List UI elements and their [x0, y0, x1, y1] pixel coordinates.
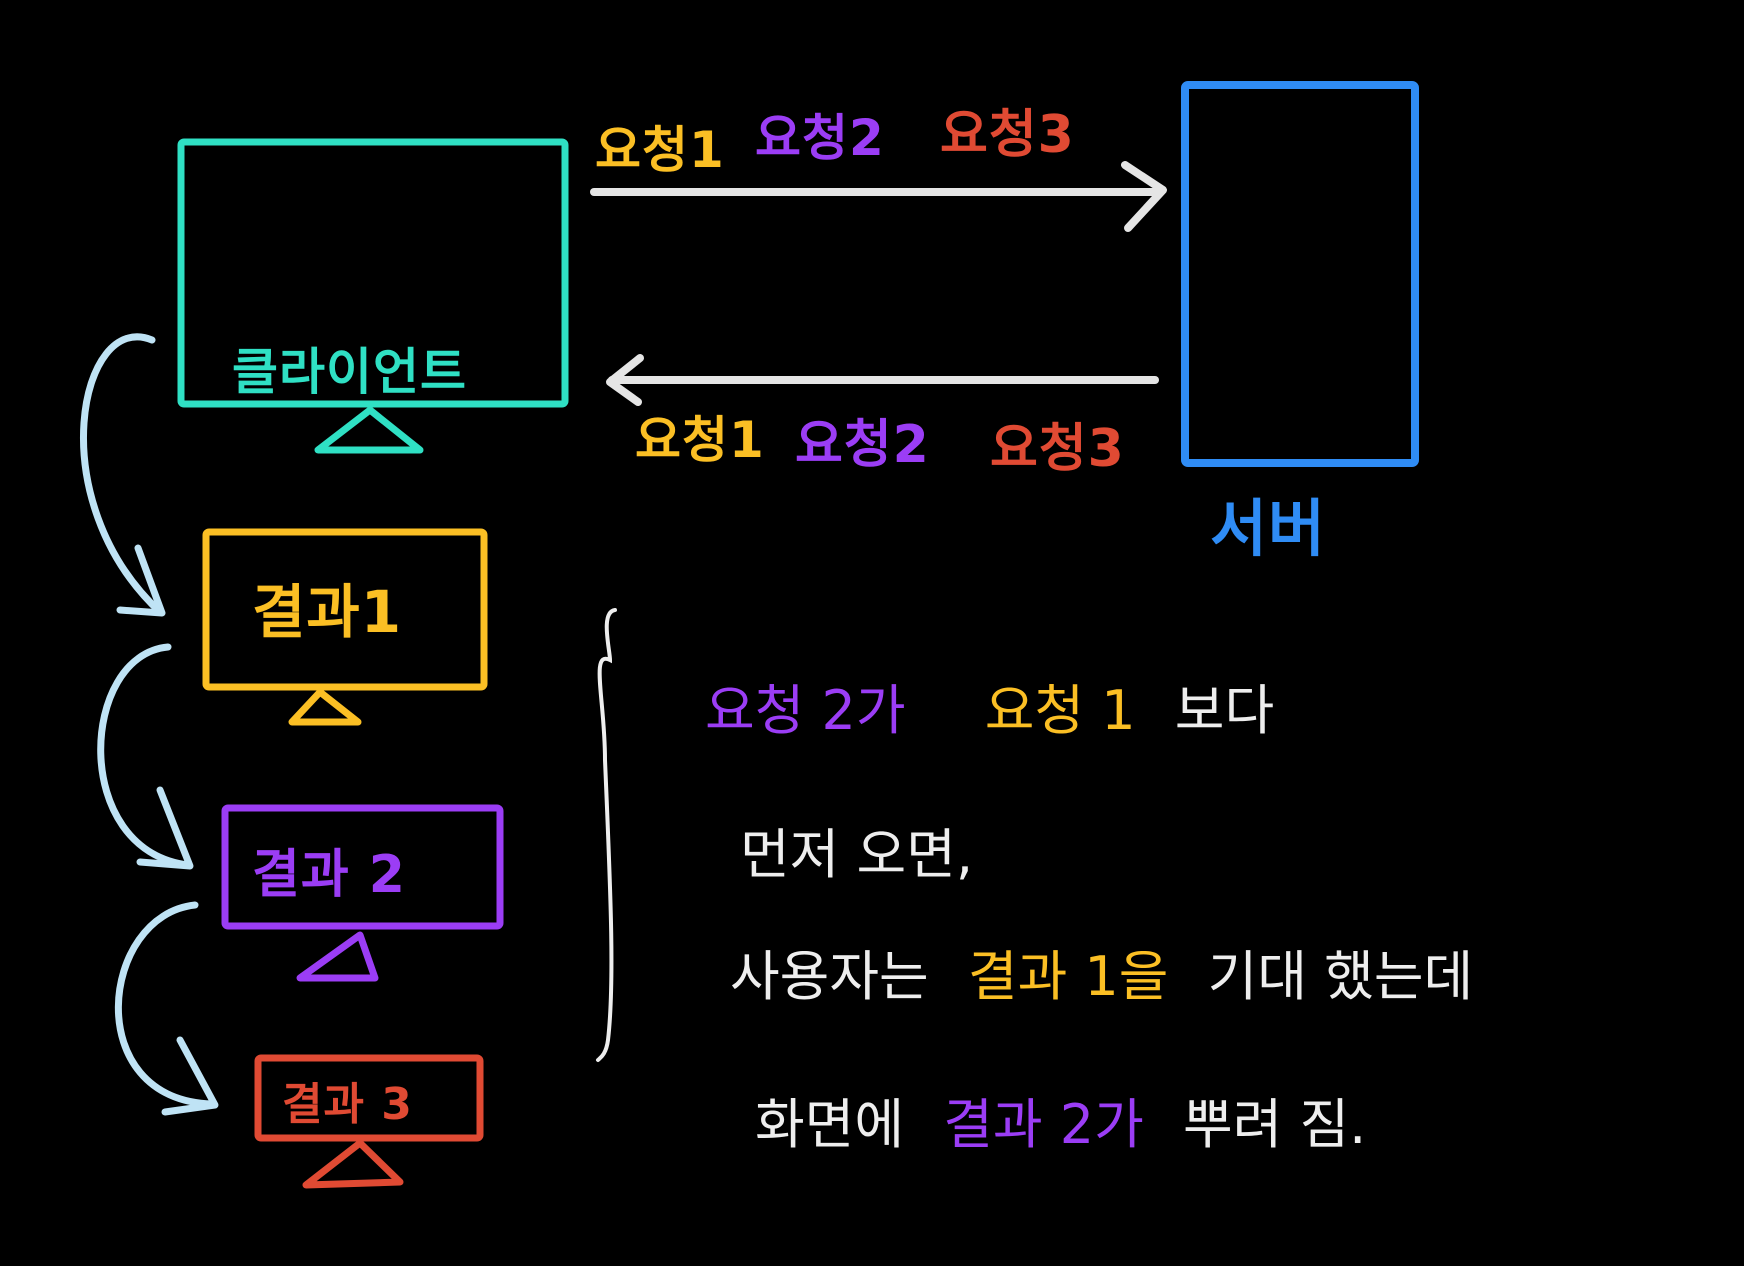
note-line4-part2: 결과 2가 [943, 1093, 1144, 1156]
request-out-2: 요청2 [755, 109, 885, 167]
note-line-2: 먼저 오면, [740, 823, 974, 886]
result3-monitor-screen [254, 1054, 484, 1142]
result2-monitor-screen [221, 804, 504, 930]
note-line3-part3: 기대 했는데 [1207, 945, 1474, 1008]
flow-arrowhead-3 [161, 1036, 219, 1116]
note-line4-part1: 화면에 [755, 1093, 905, 1156]
note-line1-part1: 요청 2가 [705, 679, 906, 742]
result1-label: 결과1 [252, 578, 403, 646]
request-out-1: 요청1 [595, 121, 725, 179]
request-in-1: 요청1 [635, 411, 765, 469]
server-label: 서버 [1210, 492, 1327, 565]
result1-monitor-stand [288, 688, 362, 726]
flow-arrow-result2-to-result3 [115, 901, 216, 1108]
result2-label: 결과 2 [252, 845, 406, 905]
client-monitor-stand [314, 406, 424, 454]
note-line4-part3: 뿌려 짐. [1182, 1093, 1367, 1156]
note-line-1: 요청 2가 요청 1 보다 [705, 666, 1296, 745]
server-box [1181, 81, 1419, 467]
note-line-3: 사용자는 결과 1을 기대 했는데 [730, 932, 1495, 1011]
flow-arrow-client-to-result1 [80, 333, 164, 616]
request-out-3: 요청3 [940, 105, 1075, 165]
client-label: 클라이언트 [232, 343, 467, 401]
note-line1-part3: 보다 [1174, 679, 1275, 742]
client-monitor-screen [177, 138, 569, 408]
flow-arrowhead-2 [136, 786, 194, 870]
result2-monitor-stand [296, 931, 379, 982]
result3-monitor-stand [302, 1139, 404, 1189]
note-line1-part2: 요청 1 [984, 679, 1136, 742]
note-line3-part2: 결과 1을 [967, 945, 1169, 1008]
request-in-3: 요청3 [990, 419, 1125, 479]
result1-monitor-screen [202, 528, 488, 691]
result3-label: 결과 3 [282, 1079, 413, 1130]
flow-arrowhead-1 [116, 544, 166, 617]
note-line-4: 화면에 결과 2가 뿌려 짐. [755, 1080, 1388, 1159]
flow-arrow-result1-to-result2 [97, 643, 192, 869]
request-arrow-head [1121, 161, 1167, 232]
response-arrow-head [606, 354, 644, 406]
curly-brace [596, 608, 617, 1062]
request-in-2: 요청2 [795, 415, 930, 475]
note-line3-part1: 사용자는 [730, 945, 929, 1008]
